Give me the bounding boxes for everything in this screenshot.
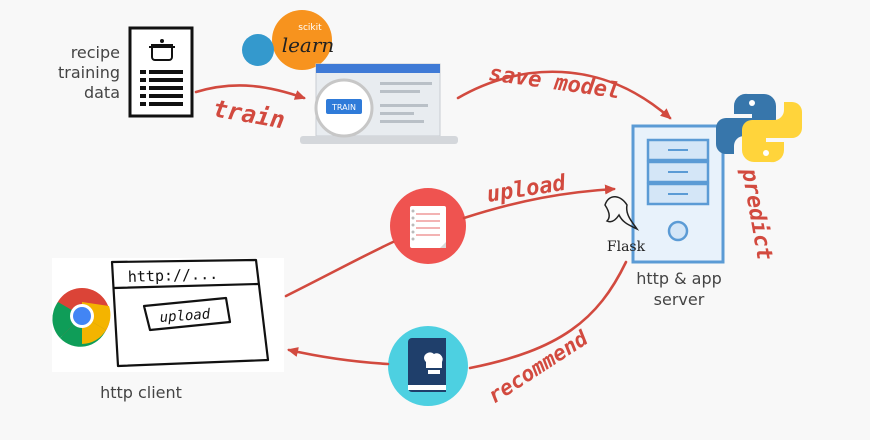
flask-text: Flask [607, 239, 646, 255]
python-logo [716, 93, 802, 163]
notes-icon [390, 188, 466, 264]
upload-arrow [462, 184, 616, 220]
save-model-arrow [456, 70, 672, 120]
server-to-book-line [468, 260, 628, 370]
recipe-label-line1: recipe [71, 43, 120, 62]
recipe-book-icon [388, 326, 468, 406]
predict-label: predict [736, 166, 777, 263]
server-label-line1: http & app [636, 269, 722, 288]
laptop-icon: TRAIN [300, 63, 458, 144]
server-icon [631, 124, 725, 264]
server-label: http & app server [636, 269, 722, 309]
browser-upload-text: upload [159, 306, 211, 326]
flask-logo: Flask [604, 196, 646, 255]
client-to-notes-line [284, 240, 395, 298]
browser-url-text: http://... [128, 265, 219, 286]
recipe-label-line2: training [58, 63, 120, 82]
recommend-label: recommend [484, 325, 594, 408]
recipe-label-line3: data [84, 83, 120, 102]
server-label-line2: server [654, 290, 705, 309]
http-client-label: http client [100, 383, 182, 402]
train-label: train [211, 94, 287, 134]
save-model-label: save model [487, 61, 622, 104]
recipe-training-data-label: recipe training data [58, 43, 120, 102]
train-button [326, 99, 362, 114]
sklearn-scikit-text: scikit [298, 23, 322, 33]
sklearn-learn-text: learn [282, 33, 335, 57]
train-arrow [194, 84, 306, 100]
sklearn-logo: scikit learn [242, 10, 334, 70]
document-icon [128, 26, 194, 118]
train-button-text: TRAIN [331, 103, 356, 112]
chrome-icon [52, 288, 111, 347]
recommend-arrow [287, 347, 390, 366]
